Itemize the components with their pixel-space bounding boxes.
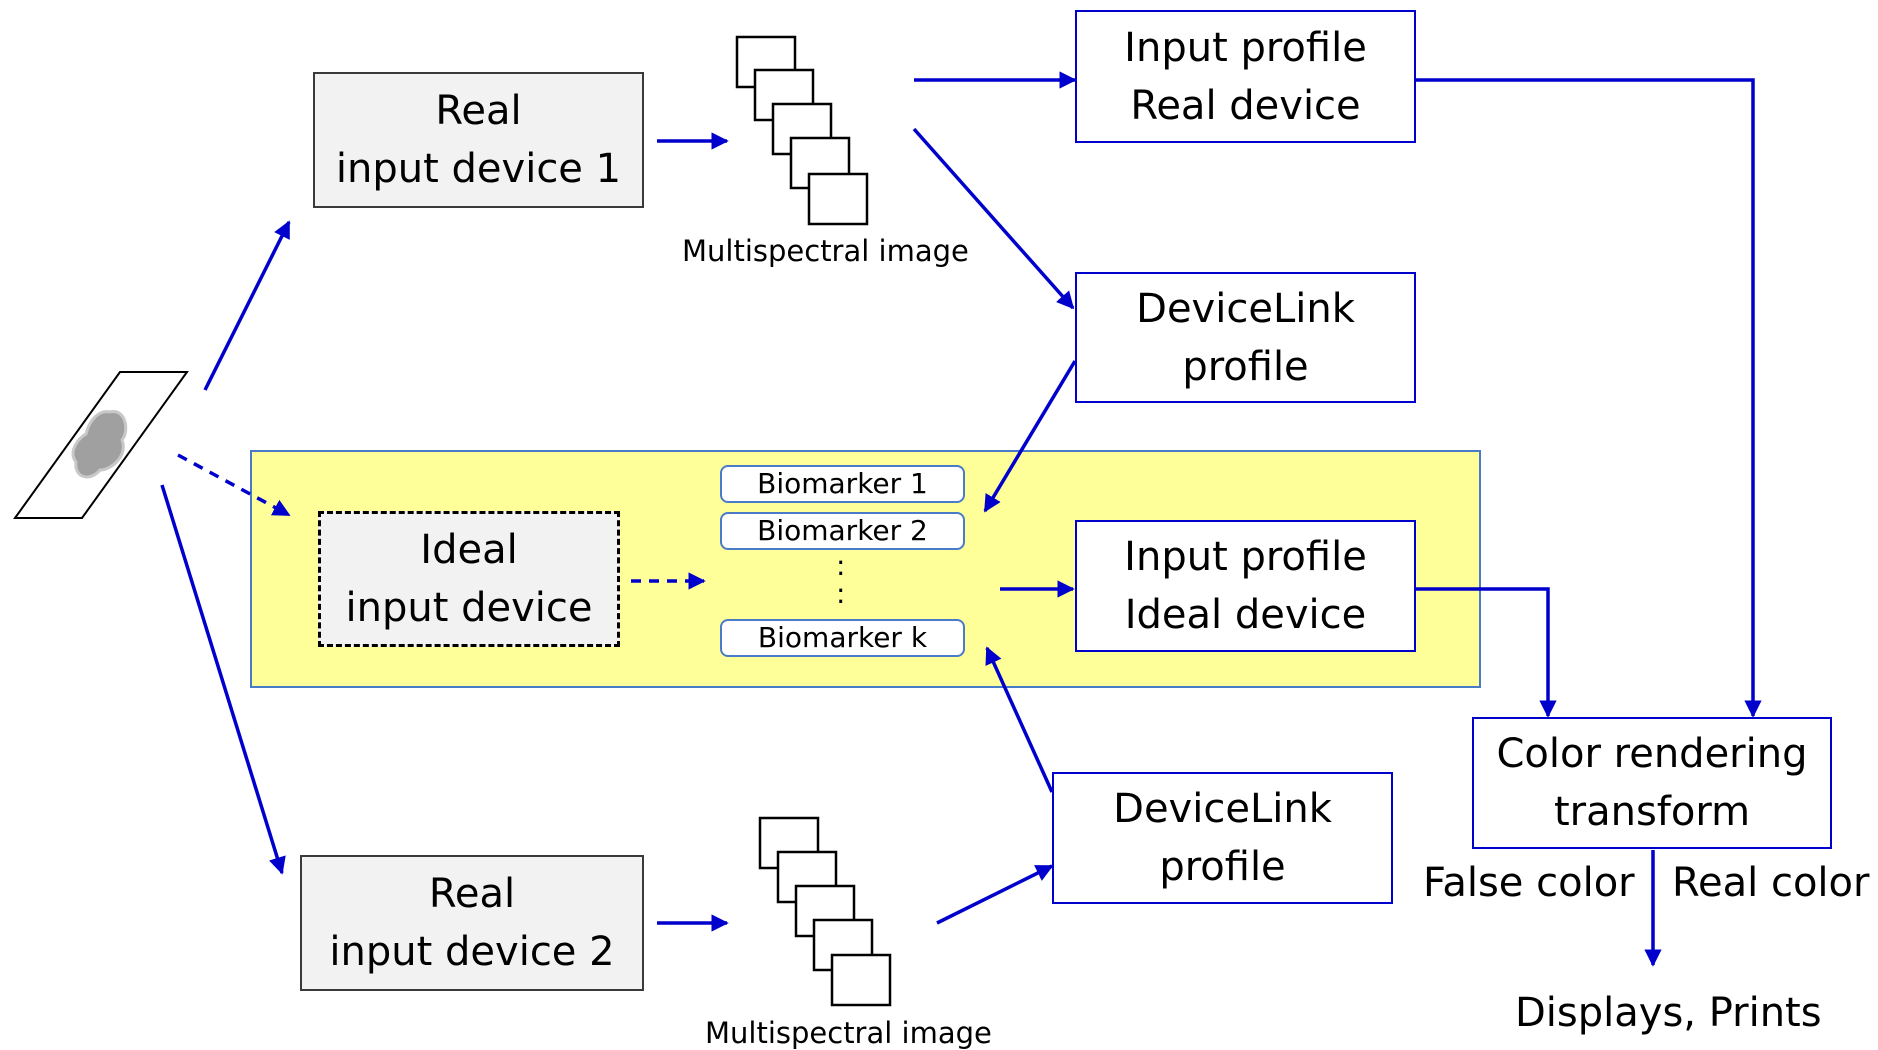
multispectral-stack-icon-bottom (758, 816, 892, 1007)
devicelink-profile-bottom: DeviceLink profile (1052, 772, 1393, 904)
real-input-device-1-line1: Real (435, 88, 522, 134)
arrow-slide-to-ideal (177, 453, 291, 517)
input-profile-real-line1: Input profile (1124, 24, 1367, 71)
devicelink-top-line2: profile (1182, 343, 1309, 390)
biomarker-ellipsis-dots-2: : (836, 577, 846, 610)
real-input-device-2-line2: input device 2 (329, 929, 615, 975)
real-input-device-2-line1: Real (428, 871, 516, 917)
color-rendering-line2: transform (1553, 789, 1751, 835)
biomarker-2: Biomarker 2 (720, 512, 965, 550)
ideal-input-device-line2: input device (345, 585, 593, 631)
arrow-stack-to-devicelink-bottom (936, 864, 1054, 925)
input-profile-real-device: Input profile Real device (1075, 10, 1416, 143)
arrow-stack-to-devicelink-top (912, 127, 1075, 310)
multispectral-label-bottom: Multispectral image (705, 1016, 992, 1050)
arrow-input-profile-real-to-crt (1414, 78, 1762, 718)
input-profile-ideal-line2: Ideal device (1124, 592, 1367, 638)
color-rendering-transform: Color rendering transform (1472, 717, 1832, 849)
arrow-slide-to-device2 (160, 484, 286, 875)
multispectral-label-top: Multispectral image (682, 234, 969, 268)
devicelink-top-line1: DeviceLink (1136, 285, 1355, 332)
biomarker-k: Biomarker k (720, 619, 965, 657)
real-input-device-1-line2: input device 1 (335, 146, 622, 192)
input-profile-ideal-line1: Input profile (1124, 534, 1367, 580)
biomarker-ellipsis-dots-1: : (836, 549, 846, 582)
input-profile-ideal-device: Input profile Ideal device (1075, 520, 1416, 652)
outputs-label: Displays, Prints (1515, 990, 1822, 1036)
arrow-devicelink-bottom-to-biomarkers (985, 646, 1054, 793)
real-color-label: Real color (1672, 860, 1870, 906)
arrow-input-profile-ideal-to-crt (1414, 587, 1557, 718)
ideal-input-device-line1: Ideal (420, 527, 518, 573)
arrow-devicelink-top-to-biomarkers (983, 360, 1077, 513)
arrow-slide-to-device1 (203, 220, 291, 391)
devicelink-bottom-line2: profile (1159, 844, 1286, 890)
ideal-input-device: Ideal input device (318, 511, 620, 647)
input-profile-real-line2: Real device (1130, 82, 1361, 129)
real-input-device-2: Real input device 2 (300, 855, 644, 991)
biomarker-1: Biomarker 1 (720, 465, 965, 503)
biomarker-ellipsis: : : (836, 552, 856, 608)
tissue-slide-icon (13, 371, 189, 519)
false-color-label: False color (1423, 860, 1635, 906)
devicelink-bottom-line1: DeviceLink (1113, 786, 1332, 832)
multispectral-stack-icon-top (735, 35, 869, 226)
color-rendering-line1: Color rendering (1496, 731, 1808, 777)
real-input-device-1: Real input device 1 (313, 72, 644, 208)
devicelink-profile-top: DeviceLink profile (1075, 272, 1416, 403)
